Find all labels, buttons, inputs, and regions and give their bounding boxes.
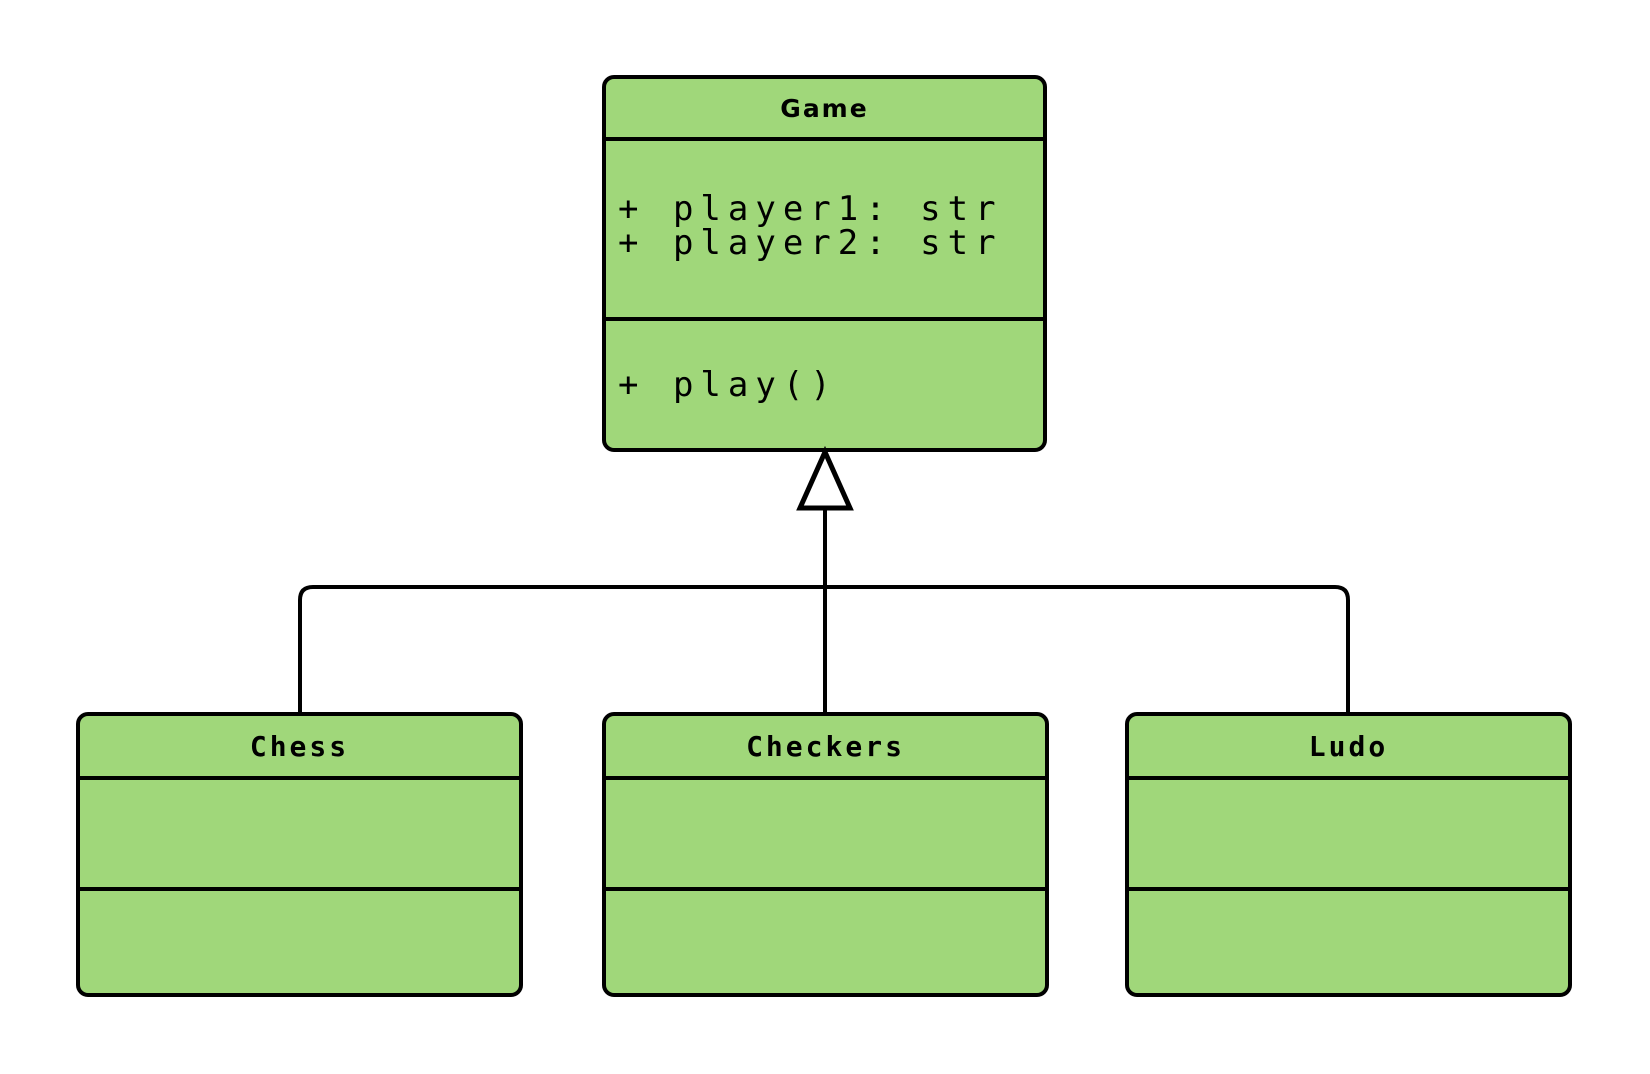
class-box-game: Game + player1: str + player2: str + pla… (602, 75, 1047, 452)
class-attributes-game: + player1: str + player2: str (606, 137, 1043, 317)
class-title-game: Game (780, 93, 869, 123)
attribute-line: + player2: str (618, 223, 1003, 263)
class-attributes-ludo (1129, 776, 1568, 887)
connector-trunk-line (298, 585, 1350, 714)
attribute-line: + player1: str (618, 189, 1003, 229)
class-box-ludo: Ludo (1125, 712, 1572, 997)
class-methods-game: + play() (606, 317, 1043, 448)
class-box-checkers: Checkers (602, 712, 1049, 997)
class-title-ludo: Ludo (1308, 729, 1389, 763)
class-methods-chess (80, 887, 519, 993)
class-box-chess: Chess (76, 712, 523, 997)
class-title-checkers: Checkers (746, 729, 905, 763)
inheritance-triangle-icon (796, 445, 854, 511)
class-methods-ludo (1129, 887, 1568, 993)
class-attributes-chess (80, 776, 519, 887)
class-attributes-checkers (606, 776, 1045, 887)
class-methods-checkers (606, 887, 1045, 993)
method-line: + play() (618, 364, 838, 405)
class-title-chess: Chess (249, 729, 350, 763)
